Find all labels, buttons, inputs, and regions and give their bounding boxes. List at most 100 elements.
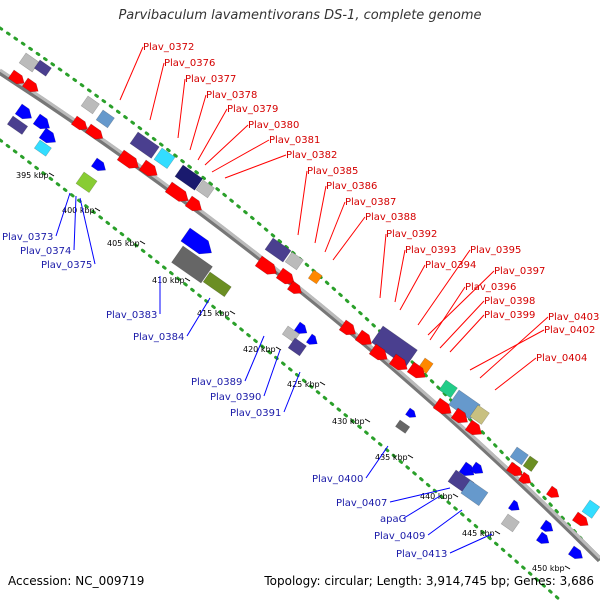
gene-feature-3 <box>21 77 39 93</box>
forward-label-leader <box>449 314 485 353</box>
reverse-label-leader <box>55 192 71 237</box>
gene-feature-65-shape <box>535 531 550 544</box>
genome-summary-text: Topology: circular; Length: 3,914,745 bp… <box>264 574 594 588</box>
gene-feature-22-shape <box>338 319 356 336</box>
map-title: Parvibaculum lavamentivorans DS-1, compl… <box>118 8 482 23</box>
gene-feature-22 <box>338 319 356 336</box>
gene-feature-43-shape <box>14 103 32 120</box>
gene-feature-41-shape <box>571 511 589 527</box>
gene-feature-19-shape <box>275 267 295 285</box>
forward-gene-label: Plav_0377 <box>185 74 236 85</box>
gene-feature-48-shape <box>90 157 106 172</box>
gene-feature-39 <box>545 485 560 498</box>
reverse-gene-label: Plav_0413 <box>396 549 447 560</box>
reverse-label-leader <box>403 495 441 519</box>
forward-label-leader <box>119 46 144 101</box>
gene-feature-35 <box>509 446 529 466</box>
gene-feature-58-shape <box>458 461 475 476</box>
reverse-label-leader <box>449 533 493 554</box>
label-leader-lines <box>55 46 549 554</box>
gene-feature-64-shape <box>539 519 554 532</box>
gene-feature-3-shape <box>21 77 39 93</box>
gene-feature-18 <box>254 255 277 275</box>
gene-feature-56-shape <box>395 419 411 434</box>
reverse-label-leader <box>73 195 77 251</box>
gene-feature-48 <box>90 157 106 172</box>
forward-label-leader <box>439 300 485 349</box>
gene-feature-55-shape <box>305 333 318 345</box>
gene-feature-65 <box>535 531 550 544</box>
gene-feature-1-shape <box>33 59 52 77</box>
gene-feature-49-shape <box>180 227 212 255</box>
gene-feature-19 <box>275 267 295 285</box>
reverse-label-leader <box>283 371 301 413</box>
gene-feature-7 <box>84 123 104 140</box>
gene-feature-4 <box>80 95 100 115</box>
gene-feature-56 <box>395 419 411 434</box>
forward-label-leader <box>394 249 406 303</box>
forward-label-leader <box>204 124 249 166</box>
gene-feature-7-shape <box>84 123 104 140</box>
gene-feature-13 <box>195 179 215 199</box>
gene-feature-40-shape <box>581 499 600 519</box>
forward-label-leader <box>149 62 165 121</box>
gene-feature-15 <box>184 195 202 212</box>
gene-feature-20 <box>286 280 302 295</box>
gene-feature-63 <box>500 513 520 533</box>
gene-feature-28-shape <box>406 361 426 379</box>
reverse-label-leader <box>365 445 389 479</box>
forward-gene-label: Plav_0395 <box>470 245 521 256</box>
gene-feature-45-shape <box>33 139 52 157</box>
forward-label-leader <box>224 154 287 179</box>
accession-text: Accession: NC_009719 <box>8 574 145 588</box>
gene-feature-26-shape <box>368 343 388 361</box>
gene-feature-43 <box>14 103 32 120</box>
gene-feature-27 <box>388 353 408 371</box>
gene-feature-63-shape <box>500 513 520 533</box>
gene-feature-44-shape <box>32 113 50 130</box>
gene-feature-9-shape <box>153 147 176 169</box>
tick-label: 435 kbp <box>375 453 408 462</box>
gene-feature-61-shape <box>469 461 484 474</box>
gene-feature-50 <box>171 245 213 284</box>
gene-feature-54-shape <box>287 337 307 357</box>
gene-feature-62 <box>507 499 520 511</box>
gene-feature-32 <box>432 397 452 415</box>
tick-mark <box>229 310 236 315</box>
gene-feature-60 <box>460 479 489 507</box>
gene-feature-36-shape <box>522 455 539 472</box>
forward-gene-label: Plav_0403 <box>548 312 599 323</box>
gene-feature-21 <box>307 269 323 285</box>
gene-feature-32-shape <box>432 397 452 415</box>
gene-feature-37 <box>505 461 523 477</box>
tick-mark <box>564 565 571 570</box>
gene-feature-50-shape <box>171 245 213 284</box>
reverse-label-leader <box>186 297 211 337</box>
forward-gene-label: Plav_0388 <box>365 212 416 223</box>
gene-feature-51 <box>202 271 232 298</box>
gene-feature-57 <box>405 407 417 418</box>
gene-feature-17-shape <box>284 251 304 271</box>
forward-gene-label: Plav_0404 <box>536 353 587 364</box>
gene-feature-64 <box>539 519 554 532</box>
tick-label: 425 kbp <box>287 380 320 389</box>
gene-feature-33-shape <box>450 407 468 424</box>
forward-label-leader <box>379 233 387 299</box>
tick-mark <box>364 418 371 423</box>
gene-feature-24 <box>371 325 418 367</box>
gene-feature-36 <box>522 455 539 472</box>
gene-feature-8-shape <box>129 131 160 159</box>
tick-mark <box>139 240 146 245</box>
gene-feature-34 <box>464 419 482 436</box>
gene-feature-55 <box>305 333 318 345</box>
gene-feature-61 <box>469 461 484 474</box>
forward-gene-label: Plav_0381 <box>269 135 320 146</box>
forward-label-leader <box>469 329 545 371</box>
tick-mark <box>94 207 101 212</box>
forward-gene-label: Plav_0402 <box>544 325 595 336</box>
gene-feature-57-shape <box>405 407 417 418</box>
gene-feature-51-shape <box>202 271 232 298</box>
gene-feature-46 <box>38 127 56 144</box>
